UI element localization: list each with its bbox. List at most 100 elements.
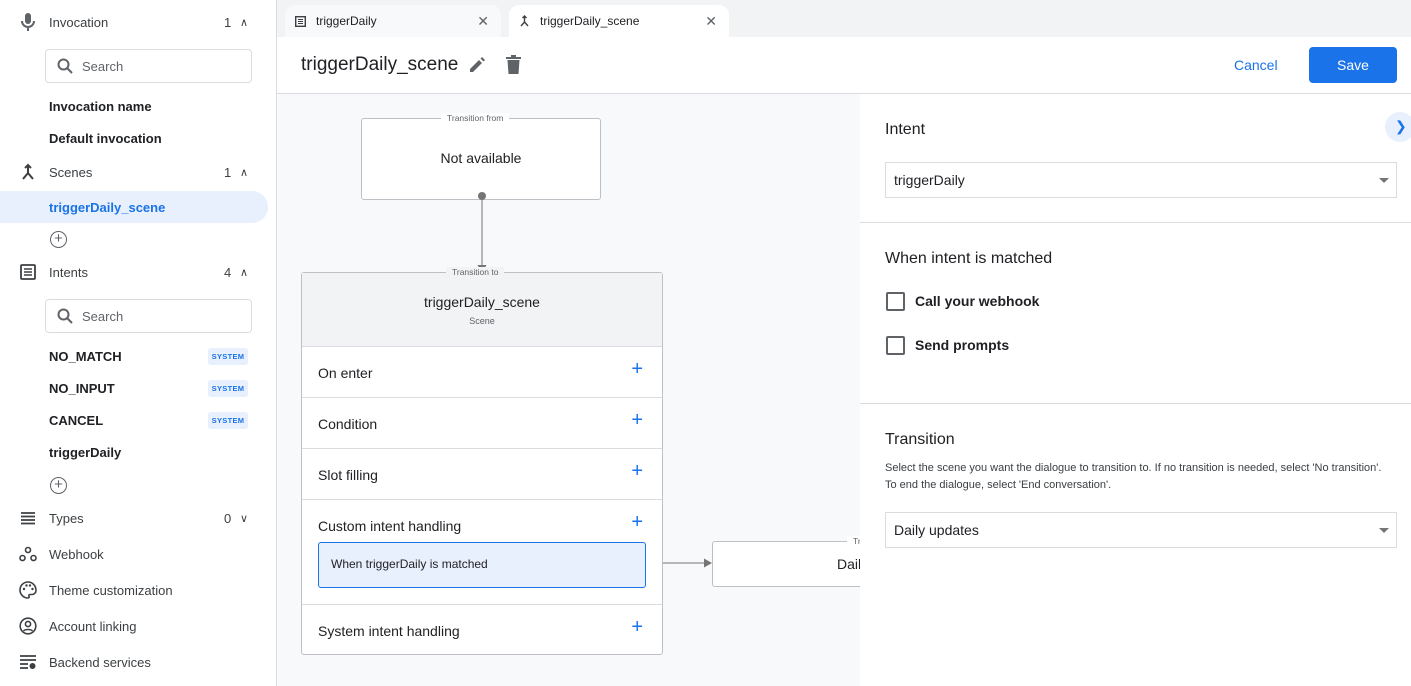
transition-from-card: Transition from Not available <box>361 113 601 200</box>
add-icon[interactable]: + <box>631 511 643 533</box>
tab-triggerdaily-scene[interactable]: triggerDaily_scene ✕ <box>509 5 729 37</box>
sidebar-item-no-input[interactable]: NO_INPUT <box>49 381 115 396</box>
sidebar-item-default-invocation[interactable]: Default invocation <box>49 131 162 146</box>
collapse-panel-chevron-icon[interactable]: ❯ <box>1385 112 1411 142</box>
intent-heading: Intent <box>885 121 926 138</box>
row-label: Condition <box>318 416 378 432</box>
transition-description: Select the scene you want the dialogue t… <box>885 462 1382 491</box>
sidebar-item-label: Account linking <box>49 618 137 634</box>
system-badge: SYSTEM <box>208 412 248 429</box>
scene-name: triggerDaily_scene <box>424 294 540 310</box>
account-circle-icon <box>18 616 38 636</box>
slot-filling-row[interactable]: Slot filling+ <box>302 448 662 499</box>
add-icon[interactable]: + <box>631 460 643 482</box>
transition-target-card[interactable]: Tr Dail <box>712 536 860 587</box>
microphone-icon <box>18 12 38 32</box>
webhook-icon <box>18 544 38 564</box>
dropdown-caret-icon <box>1379 178 1389 183</box>
search-icon <box>57 308 73 324</box>
system-badge: SYSTEM <box>208 380 248 397</box>
section-label: Invocation <box>49 14 109 30</box>
tab-bar: triggerDaily ✕ triggerDaily_scene ✕ <box>277 0 1411 37</box>
intents-search-input[interactable]: Search <box>45 299 252 333</box>
sidebar-item-label: Webhook <box>49 546 104 562</box>
select-value: triggerDaily <box>894 172 965 188</box>
sidebar-item-webhook[interactable]: Webhook <box>0 540 276 568</box>
add-icon[interactable]: + <box>631 409 643 431</box>
sidebar-item-triggerdaily-scene[interactable]: triggerDaily_scene <box>0 191 268 223</box>
sidebar-item-label: Theme customization <box>49 582 173 598</box>
sidebar-section-intents[interactable]: Intents 4 ∧ <box>0 258 276 286</box>
system-badge: SYSTEM <box>208 348 248 365</box>
scene-canvas: Transition from Not available Transition… <box>277 94 860 686</box>
section-count: 1 <box>224 14 232 30</box>
condition-row[interactable]: Condition + <box>302 397 662 448</box>
section-label: Intents <box>49 264 89 280</box>
delete-trash-icon[interactable] <box>506 55 521 74</box>
intent-select[interactable]: triggerDaily <box>885 162 1397 198</box>
sidebar: Invocation 1 ∧ Search Invocation name De… <box>0 0 277 686</box>
sidebar-item-label: triggerDaily_scene <box>49 200 166 215</box>
add-scene-icon[interactable]: + <box>50 231 67 248</box>
row-label: On enter <box>318 365 373 381</box>
add-icon[interactable]: + <box>631 358 643 380</box>
tab-triggerdaily[interactable]: triggerDaily ✕ <box>285 5 501 37</box>
intent-handler-panel: ❯ Intent triggerDaily When intent is mat… <box>860 94 1411 686</box>
close-icon[interactable]: ✕ <box>477 12 489 29</box>
when-matched-heading: When intent is matched <box>885 250 1053 267</box>
section-label: Types <box>49 510 84 526</box>
send-prompts-checkbox[interactable] <box>886 336 905 355</box>
add-intent-icon[interactable]: + <box>50 477 67 494</box>
palette-icon <box>18 580 38 600</box>
checkbox-label: Call your webhook <box>915 293 1040 309</box>
section-count: 1 <box>224 164 232 180</box>
sidebar-item-account-linking[interactable]: Account linking <box>0 612 276 640</box>
intent-list-icon <box>18 262 38 282</box>
divider <box>860 222 1411 223</box>
sidebar-section-scenes[interactable]: Scenes 1 ∧ <box>0 158 276 186</box>
sidebar-section-types[interactable]: Types 0 ∨ <box>0 504 276 532</box>
search-placeholder: Search <box>82 308 124 324</box>
card-legend: Transition from <box>441 113 510 124</box>
search-placeholder: Search <box>82 58 124 74</box>
backend-settings-icon <box>18 652 38 672</box>
section-count: 0 <box>224 510 232 526</box>
intent-handler-item[interactable]: When triggerDaily is matched <box>318 542 646 588</box>
transition-select[interactable]: Daily updates <box>885 512 1397 548</box>
edit-pencil-icon[interactable] <box>469 56 486 73</box>
system-intent-handling-row[interactable]: System intent handling+ <box>302 604 662 655</box>
section-count: 4 <box>224 264 232 280</box>
sidebar-item-invocation-name[interactable]: Invocation name <box>49 99 152 114</box>
tab-label: triggerDaily_scene <box>540 14 640 28</box>
intent-icon <box>295 15 306 27</box>
chevron-down-icon[interactable]: ∨ <box>240 512 249 525</box>
chevron-up-icon[interactable]: ∧ <box>240 266 249 279</box>
chevron-up-icon[interactable]: ∧ <box>240 16 249 29</box>
close-icon[interactable]: ✕ <box>705 12 717 29</box>
transition-heading: Transition <box>885 431 955 448</box>
scene-type: Scene <box>469 316 495 326</box>
dropdown-caret-icon <box>1379 528 1389 533</box>
save-button[interactable]: Save <box>1309 47 1397 83</box>
card-legend: Tr <box>847 536 860 547</box>
sidebar-item-cancel[interactable]: CANCEL <box>49 413 104 428</box>
invocation-search-input[interactable]: Search <box>45 49 252 83</box>
divider <box>860 403 1411 404</box>
tab-label: triggerDaily <box>316 14 377 28</box>
add-icon[interactable]: + <box>631 616 643 638</box>
cancel-button[interactable]: Cancel <box>1234 57 1278 73</box>
sidebar-item-theme-customization[interactable]: Theme customization <box>0 576 276 604</box>
chevron-up-icon[interactable]: ∧ <box>240 166 249 179</box>
transition-from-value: Not available <box>440 150 522 166</box>
sidebar-item-backend-services[interactable]: Backend services <box>0 648 276 676</box>
sidebar-item-triggerdaily[interactable]: triggerDaily <box>49 445 122 460</box>
call-webhook-checkbox[interactable] <box>886 292 905 311</box>
on-enter-row[interactable]: On enter + <box>302 346 662 397</box>
sidebar-section-invocation[interactable]: Invocation 1 ∧ <box>0 8 276 36</box>
card-legend: Transition to <box>446 267 505 278</box>
page-title: triggerDaily_scene <box>301 54 459 75</box>
sidebar-item-no-match[interactable]: NO_MATCH <box>49 349 122 364</box>
checkbox-label: Send prompts <box>915 337 1010 353</box>
scene-card: Transition to triggerDaily_scene Scene O… <box>301 267 663 655</box>
scene-icon <box>520 15 529 27</box>
